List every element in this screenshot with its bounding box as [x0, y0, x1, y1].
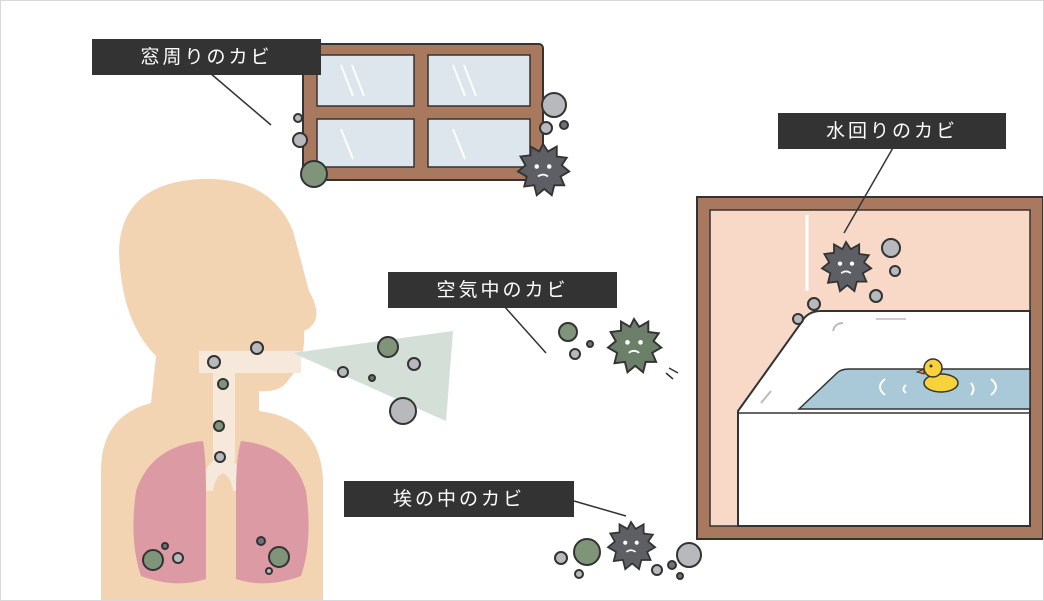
- dust-mold-label: 埃の中のカビ: [344, 481, 574, 517]
- window-icon: [302, 43, 544, 181]
- water-spores: [792, 238, 901, 325]
- window-leader-line: [209, 72, 272, 126]
- airway-spores: [142, 336, 421, 575]
- air-spores: [558, 322, 594, 360]
- mold-icon-dust: [607, 521, 657, 571]
- motion-lines: [665, 367, 679, 380]
- bathtub-icon: [737, 310, 1031, 527]
- mold-icon-air: [607, 318, 663, 374]
- window-mold-label: 窓周りのカビ: [92, 39, 321, 75]
- mold-icon-water: [821, 241, 873, 293]
- water-mold-label: 水回りのカビ: [778, 113, 1006, 149]
- window-spores: [292, 92, 569, 188]
- air-mold-label: 空気中のカビ: [388, 272, 617, 308]
- rubber-duck-icon: [915, 358, 959, 393]
- water-leader-line: [843, 145, 895, 234]
- air-leader-line: [503, 305, 547, 354]
- dust-spores: [554, 538, 702, 580]
- dust-leader-line: [573, 500, 627, 517]
- person-silhouette-icon: [101, 178, 323, 600]
- mold-icon-window: [517, 143, 571, 197]
